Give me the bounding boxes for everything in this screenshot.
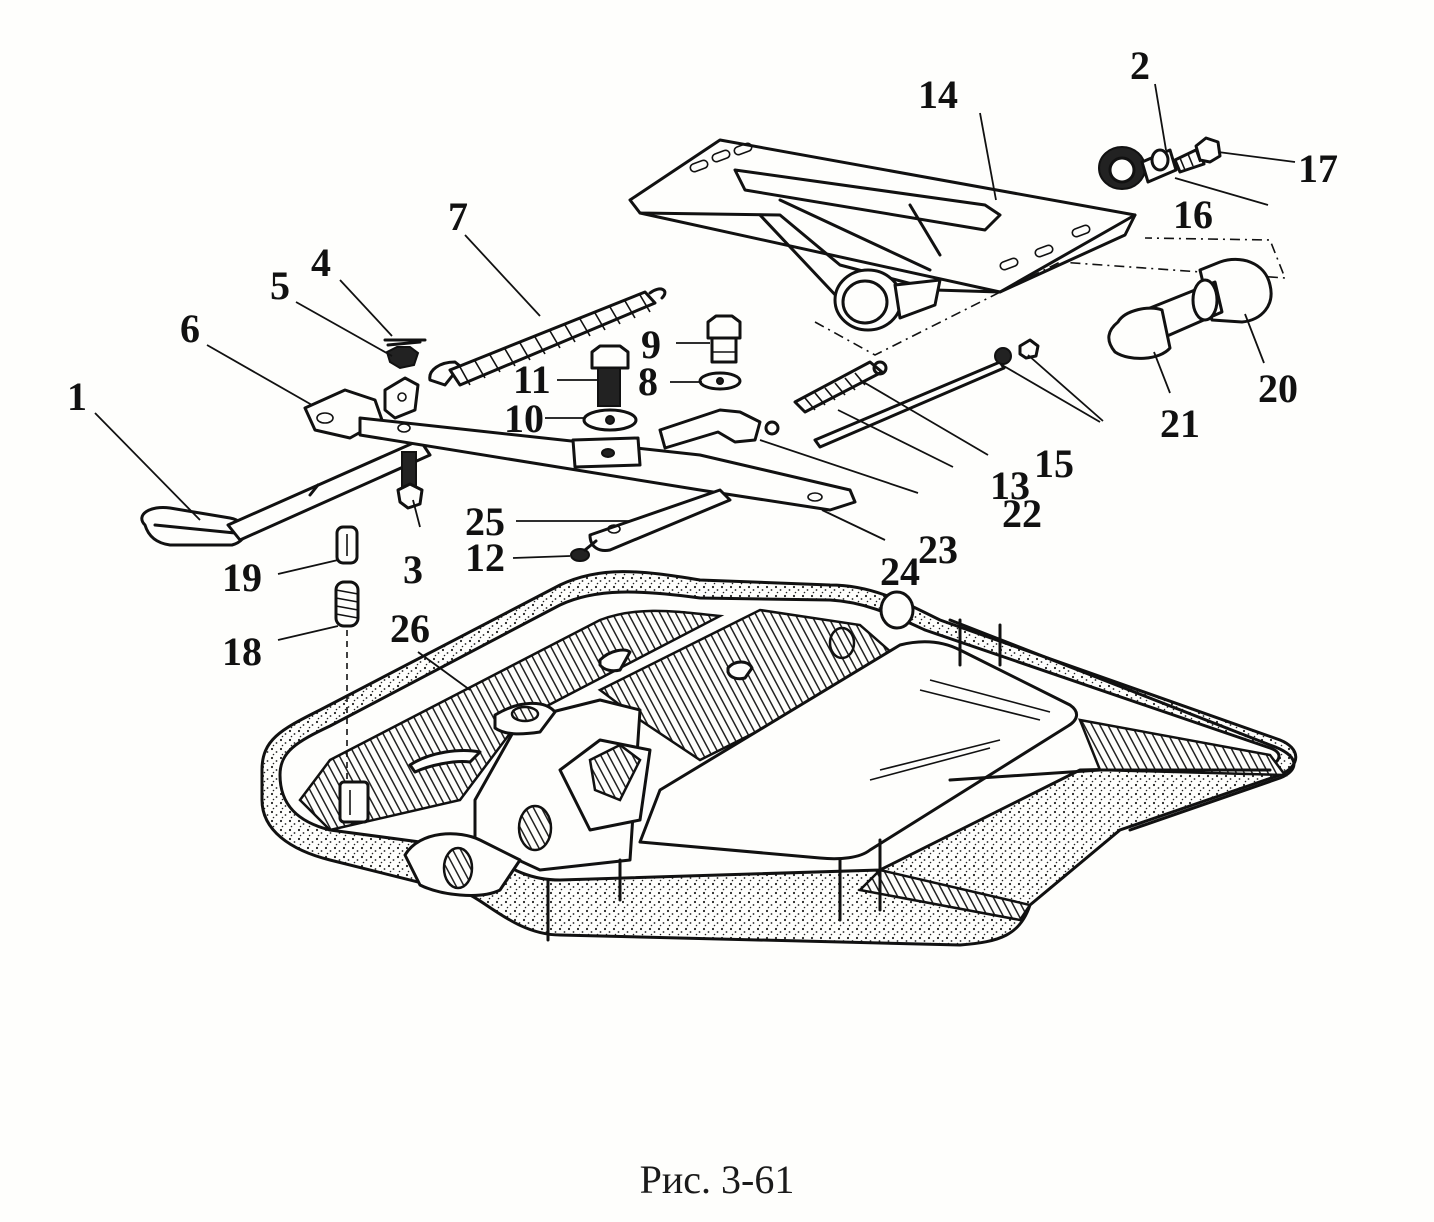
base-frame: [260, 570, 1298, 947]
callout-4: 4: [311, 240, 331, 285]
callout-20: 20: [1258, 366, 1298, 411]
plate-shading-lines: [869, 679, 1051, 781]
callout-2: 2: [1130, 43, 1150, 88]
nut-3: [396, 451, 424, 510]
release-handle: [140, 438, 432, 547]
leader-lines: [94, 83, 1296, 691]
callout-18: 18: [222, 629, 262, 674]
cap-and-spring: [334, 525, 360, 780]
callout-5: 5: [270, 263, 290, 308]
shaft-and-bushing: [1107, 257, 1273, 360]
callout-9: 9: [641, 322, 661, 367]
figure-caption: Рис. 3-61: [639, 1157, 795, 1202]
callout-14: 14: [918, 72, 958, 117]
callout-21: 21: [1160, 401, 1200, 446]
callout-15: 15: [1034, 441, 1074, 486]
callout-22: 22: [1002, 491, 1042, 536]
bolt-assembly-right: [698, 314, 742, 391]
tension-spring: [428, 287, 667, 387]
callout-24: 24: [880, 549, 920, 594]
callout-1: 1: [67, 374, 87, 419]
pin-12: [570, 539, 598, 562]
link: [588, 488, 732, 552]
callout-8: 8: [638, 359, 658, 404]
mounting-plate: [628, 138, 1287, 356]
callout-12: 12: [465, 535, 505, 580]
callout-13: 13: [990, 463, 1030, 508]
callouts: 1 2 3 4 5 6 7 8 9 10 11 12 13 14 15 16 1…: [67, 43, 1338, 674]
locking-jaw: [658, 408, 780, 450]
spring-and-rod: [793, 338, 1040, 449]
callout-17: 17: [1298, 146, 1338, 191]
callout-26: 26: [390, 606, 430, 651]
callout-3: 3: [403, 547, 423, 592]
callout-10: 10: [504, 396, 544, 441]
bolt-assembly-center: [571, 344, 642, 469]
callout-19: 19: [222, 555, 262, 600]
cotter-pin-and-nut: [383, 338, 427, 370]
callout-11: 11: [513, 357, 551, 402]
callout-7: 7: [448, 194, 468, 239]
callout-16: 16: [1173, 192, 1213, 237]
callout-25: 25: [465, 499, 505, 544]
callout-23: 23: [918, 527, 958, 572]
callout-6: 6: [180, 306, 200, 351]
bushing-bolt-assembly: [1098, 136, 1222, 190]
mounting-slots: [689, 142, 1091, 271]
